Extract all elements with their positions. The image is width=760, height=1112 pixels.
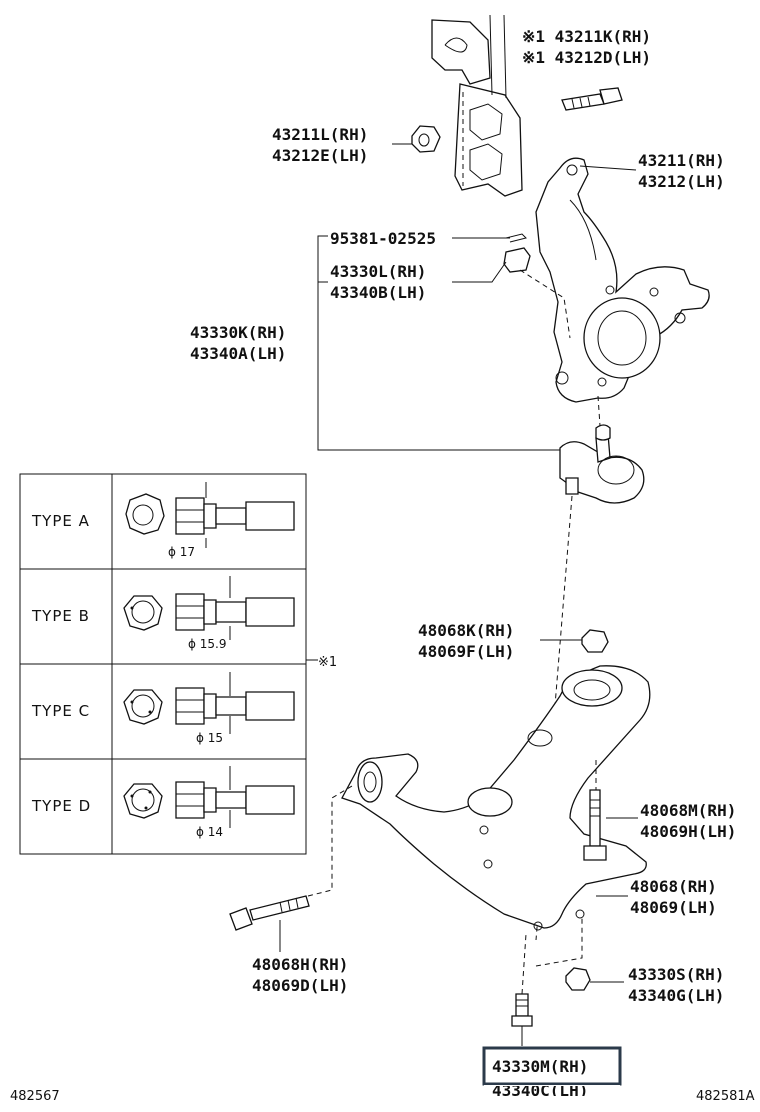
svg-text:48068M(RH): 48068M(RH)	[640, 801, 736, 820]
bolt-right	[583, 789, 607, 861]
ball-joint	[559, 424, 645, 504]
label-cotter-pin: 95381-02525	[330, 229, 436, 248]
svg-text:ϕ 14: ϕ 14	[196, 825, 223, 839]
svg-text:48069F(LH): 48069F(LH)	[418, 642, 514, 661]
svg-text:※1 43211K(RH): ※1 43211K(RH)	[522, 27, 651, 46]
flange-nut-left	[411, 125, 441, 153]
svg-text:ϕ 17: ϕ 17	[168, 545, 195, 559]
castle-nut	[503, 247, 531, 273]
svg-text:43212(LH): 43212(LH)	[638, 172, 725, 191]
label-nut-left: 43211L(RH) 43212E(LH)	[272, 125, 368, 165]
strut-bracket	[431, 14, 523, 197]
label-bolt-right: 48068M(RH) 48069H(LH)	[640, 801, 736, 841]
svg-text:43340B(LH): 43340B(LH)	[330, 283, 426, 302]
bolt-type-table: TYPE A ϕ 17 TYPE B	[19, 473, 337, 855]
label-top-bolt: ※1 43211K(RH) ※1 43212D(LH)	[522, 27, 651, 67]
label-knuckle: 43211(RH) 43212(LH)	[638, 151, 725, 191]
svg-text:48068K(RH): 48068K(RH)	[418, 621, 514, 640]
svg-text:48069H(LH): 48069H(LH)	[640, 822, 736, 841]
svg-text:48069D(LH): 48069D(LH)	[252, 976, 348, 995]
svg-text:43330S(RH): 43330S(RH)	[628, 965, 724, 984]
svg-text:TYPE D: TYPE D	[31, 797, 91, 815]
svg-text:43340A(LH): 43340A(LH)	[190, 344, 286, 363]
svg-text:43211L(RH): 43211L(RH)	[272, 125, 368, 144]
label-ball-joint: 43330K(RH) 43340A(LH)	[190, 323, 286, 363]
type-row-b: TYPE B ϕ 15.9	[31, 576, 295, 651]
label-bolt-bottom[interactable]: 43330M(RH) 43340C(LH)	[482, 1046, 622, 1100]
svg-text:43330K(RH): 43330K(RH)	[190, 323, 286, 342]
bolt-left	[229, 895, 310, 931]
leader-lines	[279, 143, 638, 1046]
svg-text:43212E(LH): 43212E(LH)	[272, 146, 368, 165]
svg-text:43340G(LH): 43340G(LH)	[628, 986, 724, 1005]
svg-text:48068(RH): 48068(RH)	[630, 877, 717, 896]
label-bolt-left: 48068H(RH) 48069D(LH)	[252, 955, 348, 995]
type-row-c: TYPE C ϕ 15	[31, 672, 295, 745]
svg-text:43211(RH): 43211(RH)	[638, 151, 725, 170]
svg-text:ϕ 15.9: ϕ 15.9	[188, 637, 226, 651]
svg-text:43330L(RH): 43330L(RH)	[330, 262, 426, 281]
corner-id-right: 482581A	[696, 1089, 755, 1104]
label-lower-arm: 48068(RH) 48069(LH)	[630, 877, 717, 917]
svg-text:43330M(RH): 43330M(RH)	[492, 1057, 588, 1076]
type-row-a: TYPE A ϕ 17	[31, 482, 295, 559]
svg-text:48069(LH): 48069(LH)	[630, 898, 717, 917]
svg-text:TYPE B: TYPE B	[31, 607, 90, 625]
steering-knuckle	[535, 157, 710, 403]
svg-text:TYPE A: TYPE A	[31, 512, 90, 530]
nut-bottom-right	[565, 967, 591, 991]
lower-control-arm	[341, 665, 651, 931]
arm-nut	[581, 629, 609, 653]
svg-text:※1 43212D(LH): ※1 43212D(LH)	[522, 48, 651, 67]
svg-text:95381-02525: 95381-02525	[330, 229, 436, 248]
label-arm-nut: 48068K(RH) 48069F(LH)	[418, 621, 514, 661]
svg-text:TYPE C: TYPE C	[31, 702, 90, 720]
cotter-pin	[505, 233, 527, 243]
type-table-note: ※1	[318, 655, 337, 670]
svg-text:48068H(RH): 48068H(RH)	[252, 955, 348, 974]
top-bolt	[561, 87, 623, 111]
label-castle-nut: 43330L(RH) 43340B(LH)	[330, 262, 426, 302]
svg-text:43340C(LH): 43340C(LH)	[492, 1081, 588, 1100]
bolt-bottom	[511, 993, 533, 1027]
type-row-d: TYPE D ϕ 14	[31, 766, 295, 839]
corner-id-left: 482567	[10, 1089, 60, 1104]
label-nut-bottom-right: 43330S(RH) 43340G(LH)	[628, 965, 724, 1005]
svg-text:ϕ 15: ϕ 15	[196, 731, 223, 745]
